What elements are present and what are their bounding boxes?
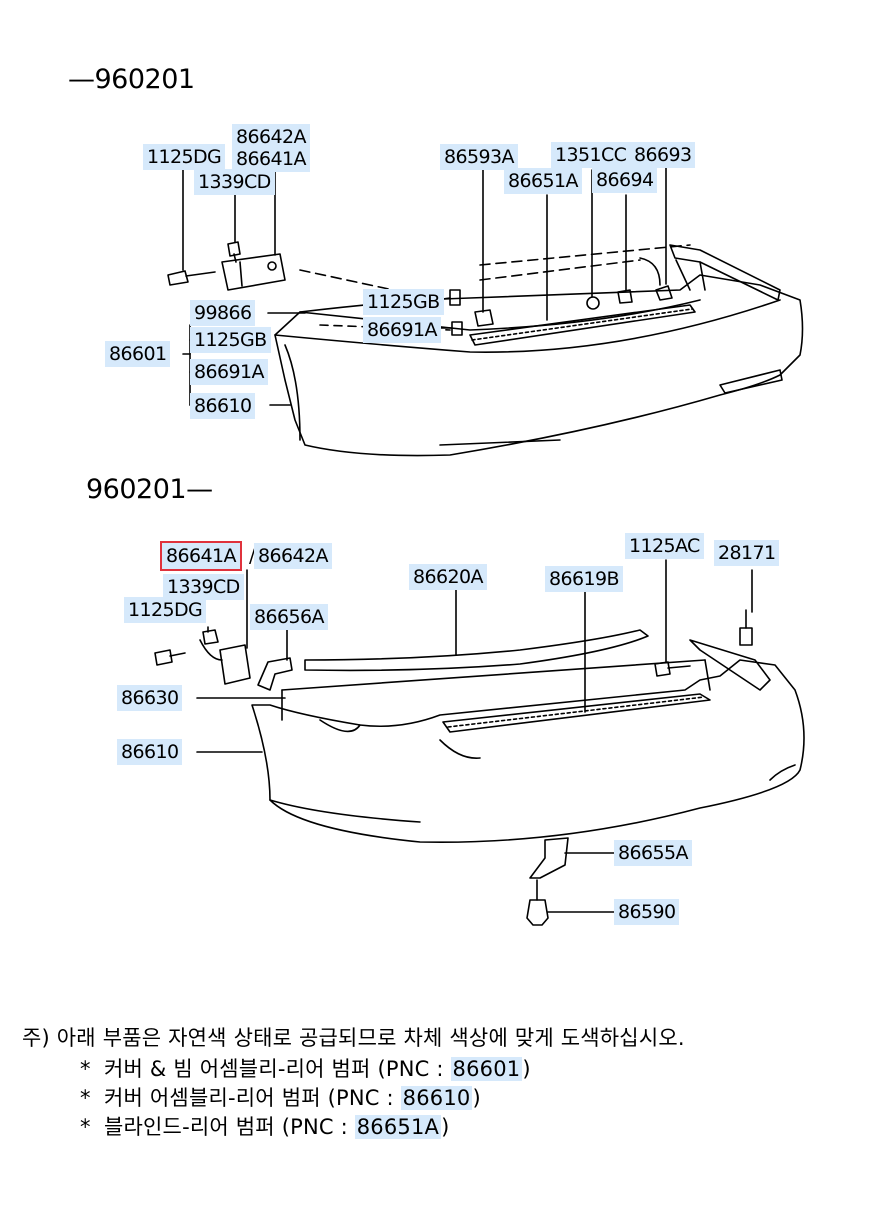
top-bumper-assembly	[167, 167, 804, 457]
label-86619B[interactable]: 86619B	[545, 566, 623, 592]
note-bullet: *	[80, 1115, 91, 1139]
label-86590[interactable]: 86590	[614, 899, 680, 925]
label-86641A-bottom[interactable]: 86641A	[160, 541, 242, 571]
note-pnc-link[interactable]: 86610	[400, 1086, 473, 1110]
label-1125GB-b[interactable]: 1125GB	[190, 327, 271, 353]
label-86610[interactable]: 86610	[190, 393, 256, 419]
label-86601[interactable]: 86601	[105, 341, 171, 367]
label-1125DG[interactable]: 1125DG	[143, 144, 226, 170]
label-86642A-bottom[interactable]: 86642A	[254, 543, 332, 569]
note-bullet: *	[80, 1086, 91, 1110]
label-86630[interactable]: 86630	[117, 685, 183, 711]
label-86593A[interactable]: 86593A	[440, 144, 518, 170]
label-86651A[interactable]: 86651A	[504, 168, 582, 194]
note-bullet: *	[80, 1057, 91, 1081]
label-1351CC[interactable]: 1351CC	[551, 142, 631, 168]
label-86691A-b[interactable]: 86691A	[190, 359, 268, 385]
note-pnc-link[interactable]: 86651A	[354, 1115, 442, 1139]
label-86641A[interactable]: 86641A	[232, 146, 310, 172]
label-1339CD-bottom[interactable]: 1339CD	[163, 574, 244, 600]
note-item: * 커버 어셈블리-리어 범퍼 (PNC : 86610)	[80, 1082, 481, 1112]
note-main: 주) 아래 부품은 자연색 상태로 공급되므로 차체 색상에 맞게 도색하십시오…	[22, 1026, 685, 1050]
label-separator: /	[249, 545, 256, 567]
label-86691A[interactable]: 86691A	[363, 317, 441, 343]
bottom-bumper-assembly	[154, 559, 805, 926]
label-1339CD[interactable]: 1339CD	[194, 169, 275, 195]
label-86610-bottom[interactable]: 86610	[117, 739, 183, 765]
label-86694[interactable]: 86694	[592, 167, 658, 193]
note-item: * 블라인드-리어 범퍼 (PNC : 86651A)	[80, 1111, 450, 1141]
note-text: 커버 & 빔 어셈블리-리어 범퍼 (PNC :	[104, 1057, 451, 1081]
note-close: )	[472, 1086, 481, 1110]
note-pnc-link[interactable]: 86601	[450, 1057, 523, 1081]
note-item: * 커버 & 빔 어셈블리-리어 범퍼 (PNC : 86601)	[80, 1053, 531, 1083]
label-86656A[interactable]: 86656A	[250, 604, 328, 630]
label-86655A[interactable]: 86655A	[614, 840, 692, 866]
note-close: )	[522, 1057, 531, 1081]
note-text: 블라인드-리어 범퍼 (PNC :	[104, 1115, 355, 1139]
label-86693[interactable]: 86693	[630, 142, 696, 168]
label-28171[interactable]: 28171	[714, 540, 780, 566]
section-title-after: 960201—	[86, 474, 213, 505]
note-text: 커버 어셈블리-리어 범퍼 (PNC :	[104, 1086, 401, 1110]
section-title-before: —960201	[68, 64, 195, 95]
label-1125GB[interactable]: 1125GB	[363, 289, 444, 315]
label-99866[interactable]: 99866	[190, 300, 256, 326]
label-1125DG-bottom[interactable]: 1125DG	[124, 597, 207, 623]
label-86642A[interactable]: 86642A	[232, 124, 310, 150]
note-close: )	[441, 1115, 450, 1139]
label-86620A[interactable]: 86620A	[409, 564, 487, 590]
label-1125AC[interactable]: 1125AC	[625, 533, 704, 559]
